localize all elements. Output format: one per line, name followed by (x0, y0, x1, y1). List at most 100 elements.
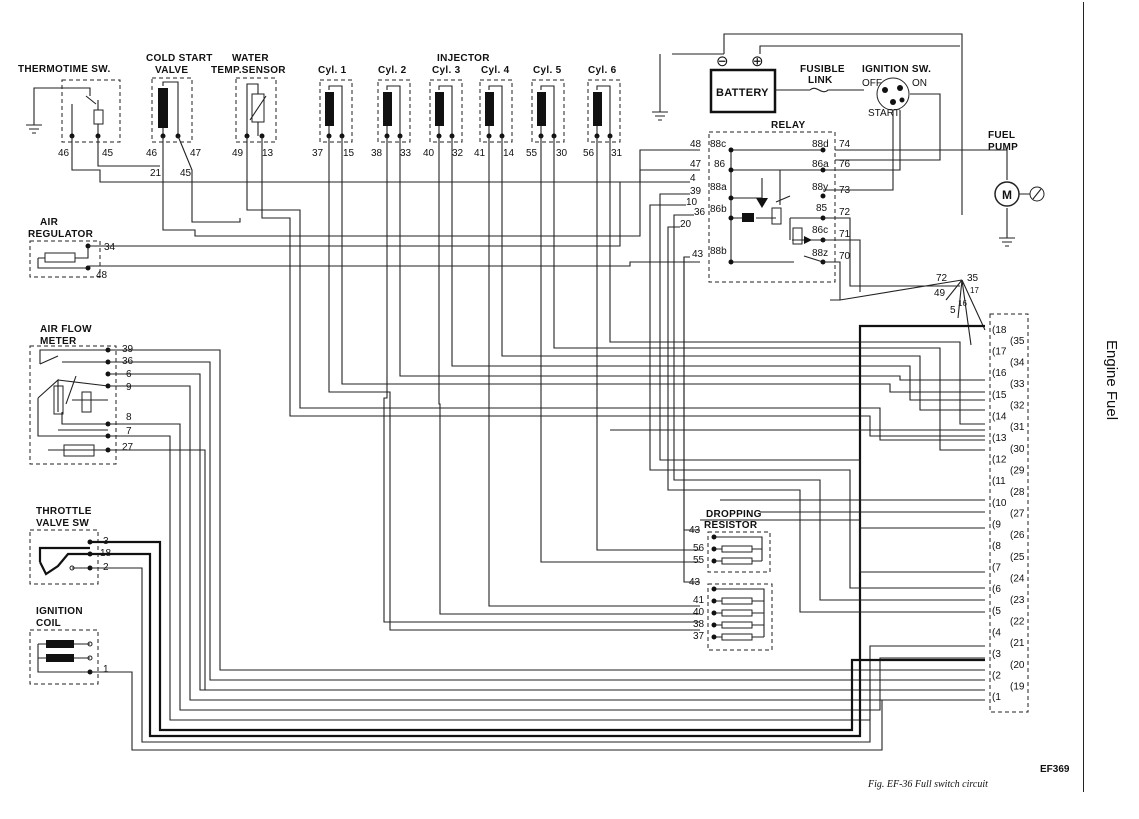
relay-pin-72: 72 (839, 207, 851, 218)
air-regulator-box (29, 240, 101, 278)
relay-term-86: 86 (714, 159, 726, 170)
relay-pin-70: 70 (839, 251, 851, 262)
relay-resistor-2-icon (792, 227, 803, 245)
relay-pin-43: 43 (692, 249, 704, 260)
pin-40: 40 (423, 148, 435, 159)
connector-pin-25: (25 (1010, 552, 1025, 563)
pin-41: 41 (474, 148, 486, 159)
pin-15: 15 (343, 148, 355, 159)
connector-pin-9: (9 (992, 519, 1001, 530)
injector-cyl-1: Cyl. 1 37 15 (312, 65, 355, 159)
pin-1: 1 (103, 664, 109, 675)
ign-start-label: START (868, 108, 900, 119)
coil-label-2: COIL (36, 618, 61, 629)
pin-34: 34 (104, 242, 116, 253)
junction-35: 35 (967, 273, 979, 284)
junction-16: 16 (958, 299, 967, 308)
junction-49: 49 (934, 288, 946, 299)
connector-even-pins: (35(34(33(32(31(30(29(28(27(26(25(24(23(… (1010, 336, 1025, 693)
pin-27: 27 (122, 442, 134, 453)
figure-id: EF369 (1040, 764, 1070, 775)
throttle-valve-switch: THROTTLE VALVE SW 3 18 2 (29, 506, 112, 585)
relay-term-88d: 88d (812, 139, 829, 150)
connector-pin-7: (7 (992, 563, 1001, 574)
connector-pin-12: (12 (992, 455, 1007, 466)
ground-symbol (26, 124, 42, 134)
relay-term-86a: 86a (812, 159, 829, 170)
pin-47: 47 (190, 148, 202, 159)
connector-pin-19: (19 (1010, 681, 1025, 692)
pin-38: 38 (371, 148, 383, 159)
water-box (235, 77, 277, 143)
diode-2-icon (804, 236, 812, 244)
relay-pin-47: 47 (690, 159, 702, 170)
battery: BATTERY ⊖ ⊕ (652, 33, 963, 215)
junction-17: 17 (970, 286, 979, 295)
ignition-label: IGNITION SW. (862, 64, 931, 75)
pin-56: 56 (583, 148, 595, 159)
afm-label-2: METER (40, 336, 77, 347)
resistor-icon (721, 609, 753, 617)
pin-13: 13 (262, 148, 274, 159)
pin-37: 37 (693, 631, 705, 642)
wire-harness (71, 135, 985, 751)
connector-pin-27: (27 (1010, 509, 1025, 520)
connector-pin-23: (23 (1010, 595, 1025, 606)
relay-term-88b: 88b (710, 246, 727, 257)
relay-pin-73: 73 (839, 185, 851, 196)
fusible-link: FUSIBLE LINK (800, 64, 864, 93)
throttle-label-2: VALVE SW (36, 518, 89, 529)
resistor-icon (721, 597, 753, 605)
injector-coil-icon (383, 92, 392, 126)
resistor-lower-box (707, 583, 773, 651)
pin-55: 55 (693, 555, 705, 566)
relay-pin-20: 20 (680, 219, 692, 230)
junction-point: 72 35 17 49 16 5 (830, 273, 986, 346)
thermotime-label: THERMOTIME SW. (18, 64, 111, 75)
connector-pin-26: (26 (1010, 530, 1025, 541)
fuse-icon (809, 87, 864, 93)
connector-pin-24: (24 (1010, 573, 1025, 584)
resistor-icon (721, 545, 753, 553)
pin-32: 32 (452, 148, 464, 159)
resistor-label-2: RESISTOR (704, 520, 758, 531)
pin-46: 46 (58, 148, 70, 159)
connector-pin-14: (14 (992, 411, 1007, 422)
pin-56: 56 (693, 543, 705, 554)
ign-off-label: OFF (862, 78, 882, 89)
pin-49: 49 (232, 148, 244, 159)
throttle-box (29, 529, 99, 585)
air-regulator-label-2: REGULATOR (28, 229, 94, 240)
afm-resistor-icon (81, 391, 92, 413)
cyl-5-label: Cyl. 5 (533, 65, 562, 76)
pin-46: 46 (146, 148, 158, 159)
fusible-label-1: FUSIBLE (800, 64, 845, 75)
pin-38: 38 (693, 619, 705, 630)
connector-pin-18: (18 (992, 325, 1007, 336)
connector-pin-34: (34 (1010, 357, 1025, 368)
relay-pin-39: 39 (690, 186, 702, 197)
pin-40: 40 (693, 607, 705, 618)
water-label-1: WATER (232, 53, 269, 64)
water-temp-sensor: WATER TEMP.SENSOR 49 13 (211, 53, 286, 159)
fuel-pump: FUEL PUMP M (835, 130, 1045, 247)
pin-37: 37 (312, 148, 324, 159)
pin-48: 48 (96, 270, 108, 281)
connector-pin-8: (8 (992, 541, 1001, 552)
fuel-pump-label-1: FUEL (988, 130, 1015, 141)
cyl-4-label: Cyl. 4 (481, 65, 510, 76)
relay-term-88c: 88c (710, 139, 726, 150)
relay-term-88z: 88z (812, 248, 828, 259)
injector-coil-icon (435, 92, 444, 126)
relay-pin-71: 71 (839, 229, 851, 240)
resistor-upper-box (707, 531, 771, 573)
injector-cyl-5: Cyl. 5 55 30 (526, 65, 568, 159)
injector-coil-icon (485, 92, 494, 126)
diode-icon (756, 198, 768, 208)
connector-pin-35: (35 (1010, 336, 1025, 347)
injector-title: INJECTOR (437, 53, 490, 64)
junction-5: 5 (950, 305, 956, 316)
air-flow-meter: AIR FLOW METER 39 36 6 9 8 7 27 (29, 324, 134, 465)
relay: RELAY 48 88c 47 86 4 39 88a 10 36 86b 20… (680, 120, 851, 283)
water-label-2: TEMP.SENSOR (211, 65, 286, 76)
